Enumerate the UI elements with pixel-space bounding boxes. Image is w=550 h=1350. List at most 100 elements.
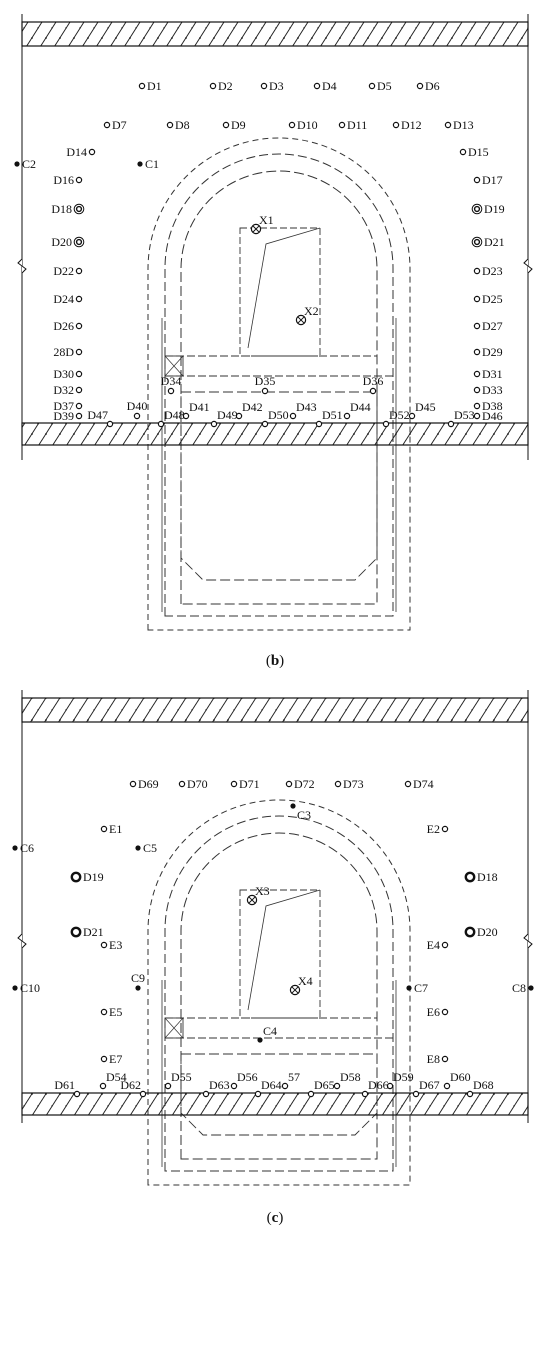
point-d17: D17 [473,173,503,187]
panel-caption: (b) [266,653,284,669]
point-e2: E2 [427,822,449,836]
point-c3: C3 [290,803,311,822]
point-label: D33 [482,383,503,397]
point-c4: C4 [257,1024,277,1043]
point-d35: D35 [255,374,275,395]
point-d71: D71 [230,777,260,791]
point-d38: D38 [473,399,503,413]
point-label: D53 [454,408,475,422]
point-d54: D54 [99,1070,127,1090]
hollow-marker [459,148,467,156]
hollow-marker [167,387,175,395]
point-d60: D60 [443,1070,471,1090]
hollow-marker [289,412,297,420]
hollow-marker [103,121,111,129]
anchor-box-cross [164,1017,184,1039]
point-label: D15 [468,145,489,159]
point-d19: D19 [70,870,104,884]
hollow-marker [307,1090,315,1098]
point-d37: D37 [53,399,83,413]
point-label: C2 [22,157,36,171]
fracture-zone-outline [239,227,321,357]
point-d32: D32 [53,383,83,397]
point-e1: E1 [100,822,122,836]
hollow-marker [369,387,377,395]
point-d14: D14 [66,145,96,159]
point-d45: D45 [408,400,436,420]
outer-excavation-outline [147,137,411,631]
point-d50: D50 [261,408,289,428]
hollow-marker [164,1082,172,1090]
right-break-mark [523,258,533,274]
hollow-marker [441,941,449,949]
point-label: D60 [450,1070,471,1084]
panel-caption: (c) [267,1210,284,1226]
hollow-marker [99,1082,107,1090]
cross-marker-x [248,896,256,904]
inner-lining-outline [180,832,378,1160]
point-d22: D22 [53,264,83,278]
point-d8: D8 [166,118,190,132]
point-x3: X3 [246,884,270,906]
point-label: C5 [143,841,157,855]
hollow-marker [368,82,376,90]
point-label: D46 [482,409,503,423]
point-label: D6 [425,79,440,93]
point-d12: D12 [392,118,422,132]
hollow-marker [138,82,146,90]
point-label: E2 [427,822,440,836]
hollow-marker [75,402,83,410]
point-d29: D29 [473,345,503,359]
hollow-marker [210,420,218,428]
point-label: D61 [54,1078,75,1092]
filled-marker [135,845,141,851]
point-d66: D66 [361,1078,389,1098]
hollow-marker [260,82,268,90]
hollow-marker [100,941,108,949]
hollow-marker [73,1090,81,1098]
point-c6: C6 [12,841,34,855]
hollow-marker [157,420,165,428]
point-d5: D5 [368,79,392,93]
anchor-box [164,355,184,377]
point-label: D74 [413,777,434,791]
caption-letter: b [271,653,279,669]
hollow-marker [88,148,96,156]
point-label: D41 [189,400,210,414]
point-57: 57 [281,1070,300,1090]
point-label: E8 [427,1052,440,1066]
hollow-marker [473,176,481,184]
point-e8: E8 [427,1052,449,1066]
fracture-line [247,889,321,1011]
point-d18: D18 [464,870,498,884]
hollow-marker [75,176,83,184]
point-d27: D27 [473,319,503,333]
point-d63: D63 [202,1078,230,1098]
point-d48: D48 [157,408,185,428]
point-label: D52 [389,408,410,422]
point-d74: D74 [404,777,434,791]
hollow-marker [75,386,83,394]
point-d2: D2 [209,79,233,93]
hollow-marker [443,1082,451,1090]
hollow-marker [285,780,293,788]
point-label: C4 [263,1024,277,1038]
point-d68: D68 [466,1078,494,1098]
hollow-marker [230,1082,238,1090]
point-d15: D15 [459,145,489,159]
hollow-marker [75,370,83,378]
point-label: D31 [482,367,503,381]
point-d16: D16 [53,173,83,187]
hollow-marker [100,1008,108,1016]
point-label: D68 [473,1078,494,1092]
point-label: D67 [419,1078,440,1092]
hollow-marker [343,412,351,420]
point-d43: D43 [289,400,317,420]
point-d20: D20 [464,925,498,939]
point-label: D34 [161,374,182,388]
point-label: D62 [120,1078,141,1092]
point-label: E4 [427,938,440,952]
left-break-mark [17,258,27,274]
point-label: D2 [218,79,233,93]
